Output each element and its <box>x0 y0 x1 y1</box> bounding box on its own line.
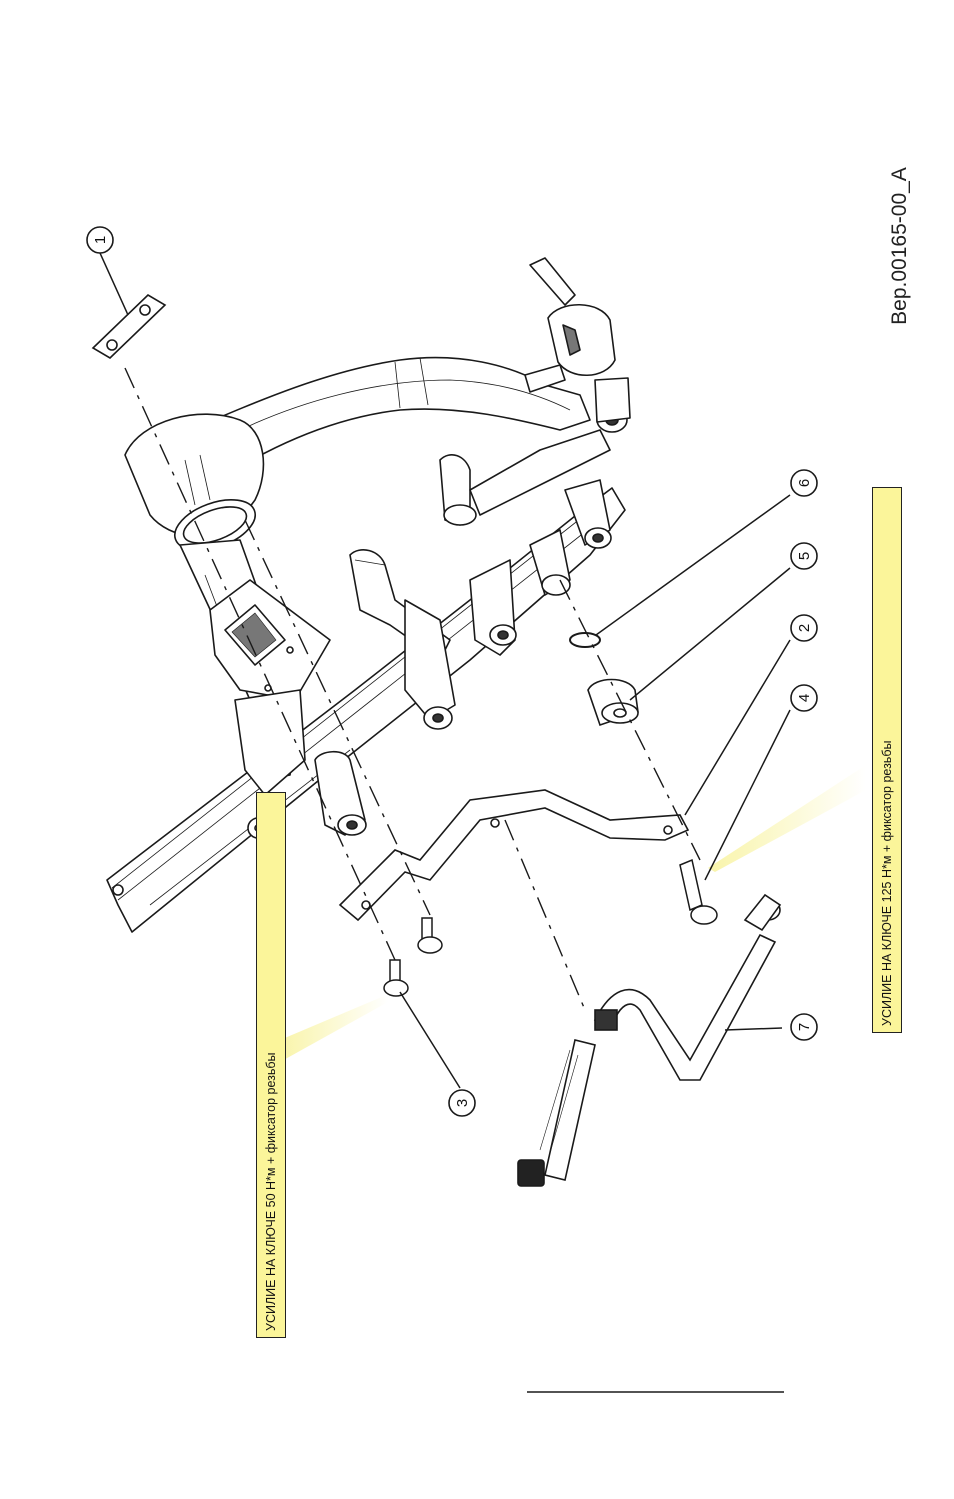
svg-text:5: 5 <box>796 552 813 560</box>
svg-text:3: 3 <box>454 1099 471 1107</box>
part-6-ring <box>569 632 601 648</box>
part-2-bracket <box>338 789 690 922</box>
callout-1: 1 <box>86 226 114 254</box>
frame-assembly <box>106 257 631 933</box>
note-glow-50 <box>280 996 388 1062</box>
svg-text:2: 2 <box>796 624 813 632</box>
part-1-plate <box>91 294 167 359</box>
callout-2: 2 <box>790 614 818 642</box>
callout-3: 3 <box>448 1089 476 1117</box>
note-torque-125: УСИЛИЕ НА КЛЮЧЕ 125 Н*м + фиксатор резьб… <box>872 487 902 1033</box>
part-5-bushing <box>587 678 639 727</box>
part-7-lever <box>517 893 782 1187</box>
note-torque-50: УСИЛИЕ НА КЛЮЧЕ 50 Н*м + фиксатор резьбы <box>256 792 286 1338</box>
note-glow-125 <box>708 765 866 872</box>
callout-5: 5 <box>790 542 818 570</box>
drawing-reference-code: Вер.00165-00_А <box>888 167 911 325</box>
svg-text:1: 1 <box>92 236 109 244</box>
callout-6: 6 <box>790 469 818 497</box>
callouts: 1 2 3 4 5 6 7 <box>86 226 818 1117</box>
svg-text:4: 4 <box>796 694 813 702</box>
svg-text:7: 7 <box>796 1023 813 1031</box>
leader-lines <box>99 252 791 1089</box>
callout-4: 4 <box>790 684 818 712</box>
callout-7: 7 <box>790 1013 818 1041</box>
part-4-bolt <box>679 858 718 925</box>
axis-lines <box>124 367 701 1011</box>
svg-text:6: 6 <box>796 479 813 487</box>
part-3-bolt <box>383 917 443 997</box>
